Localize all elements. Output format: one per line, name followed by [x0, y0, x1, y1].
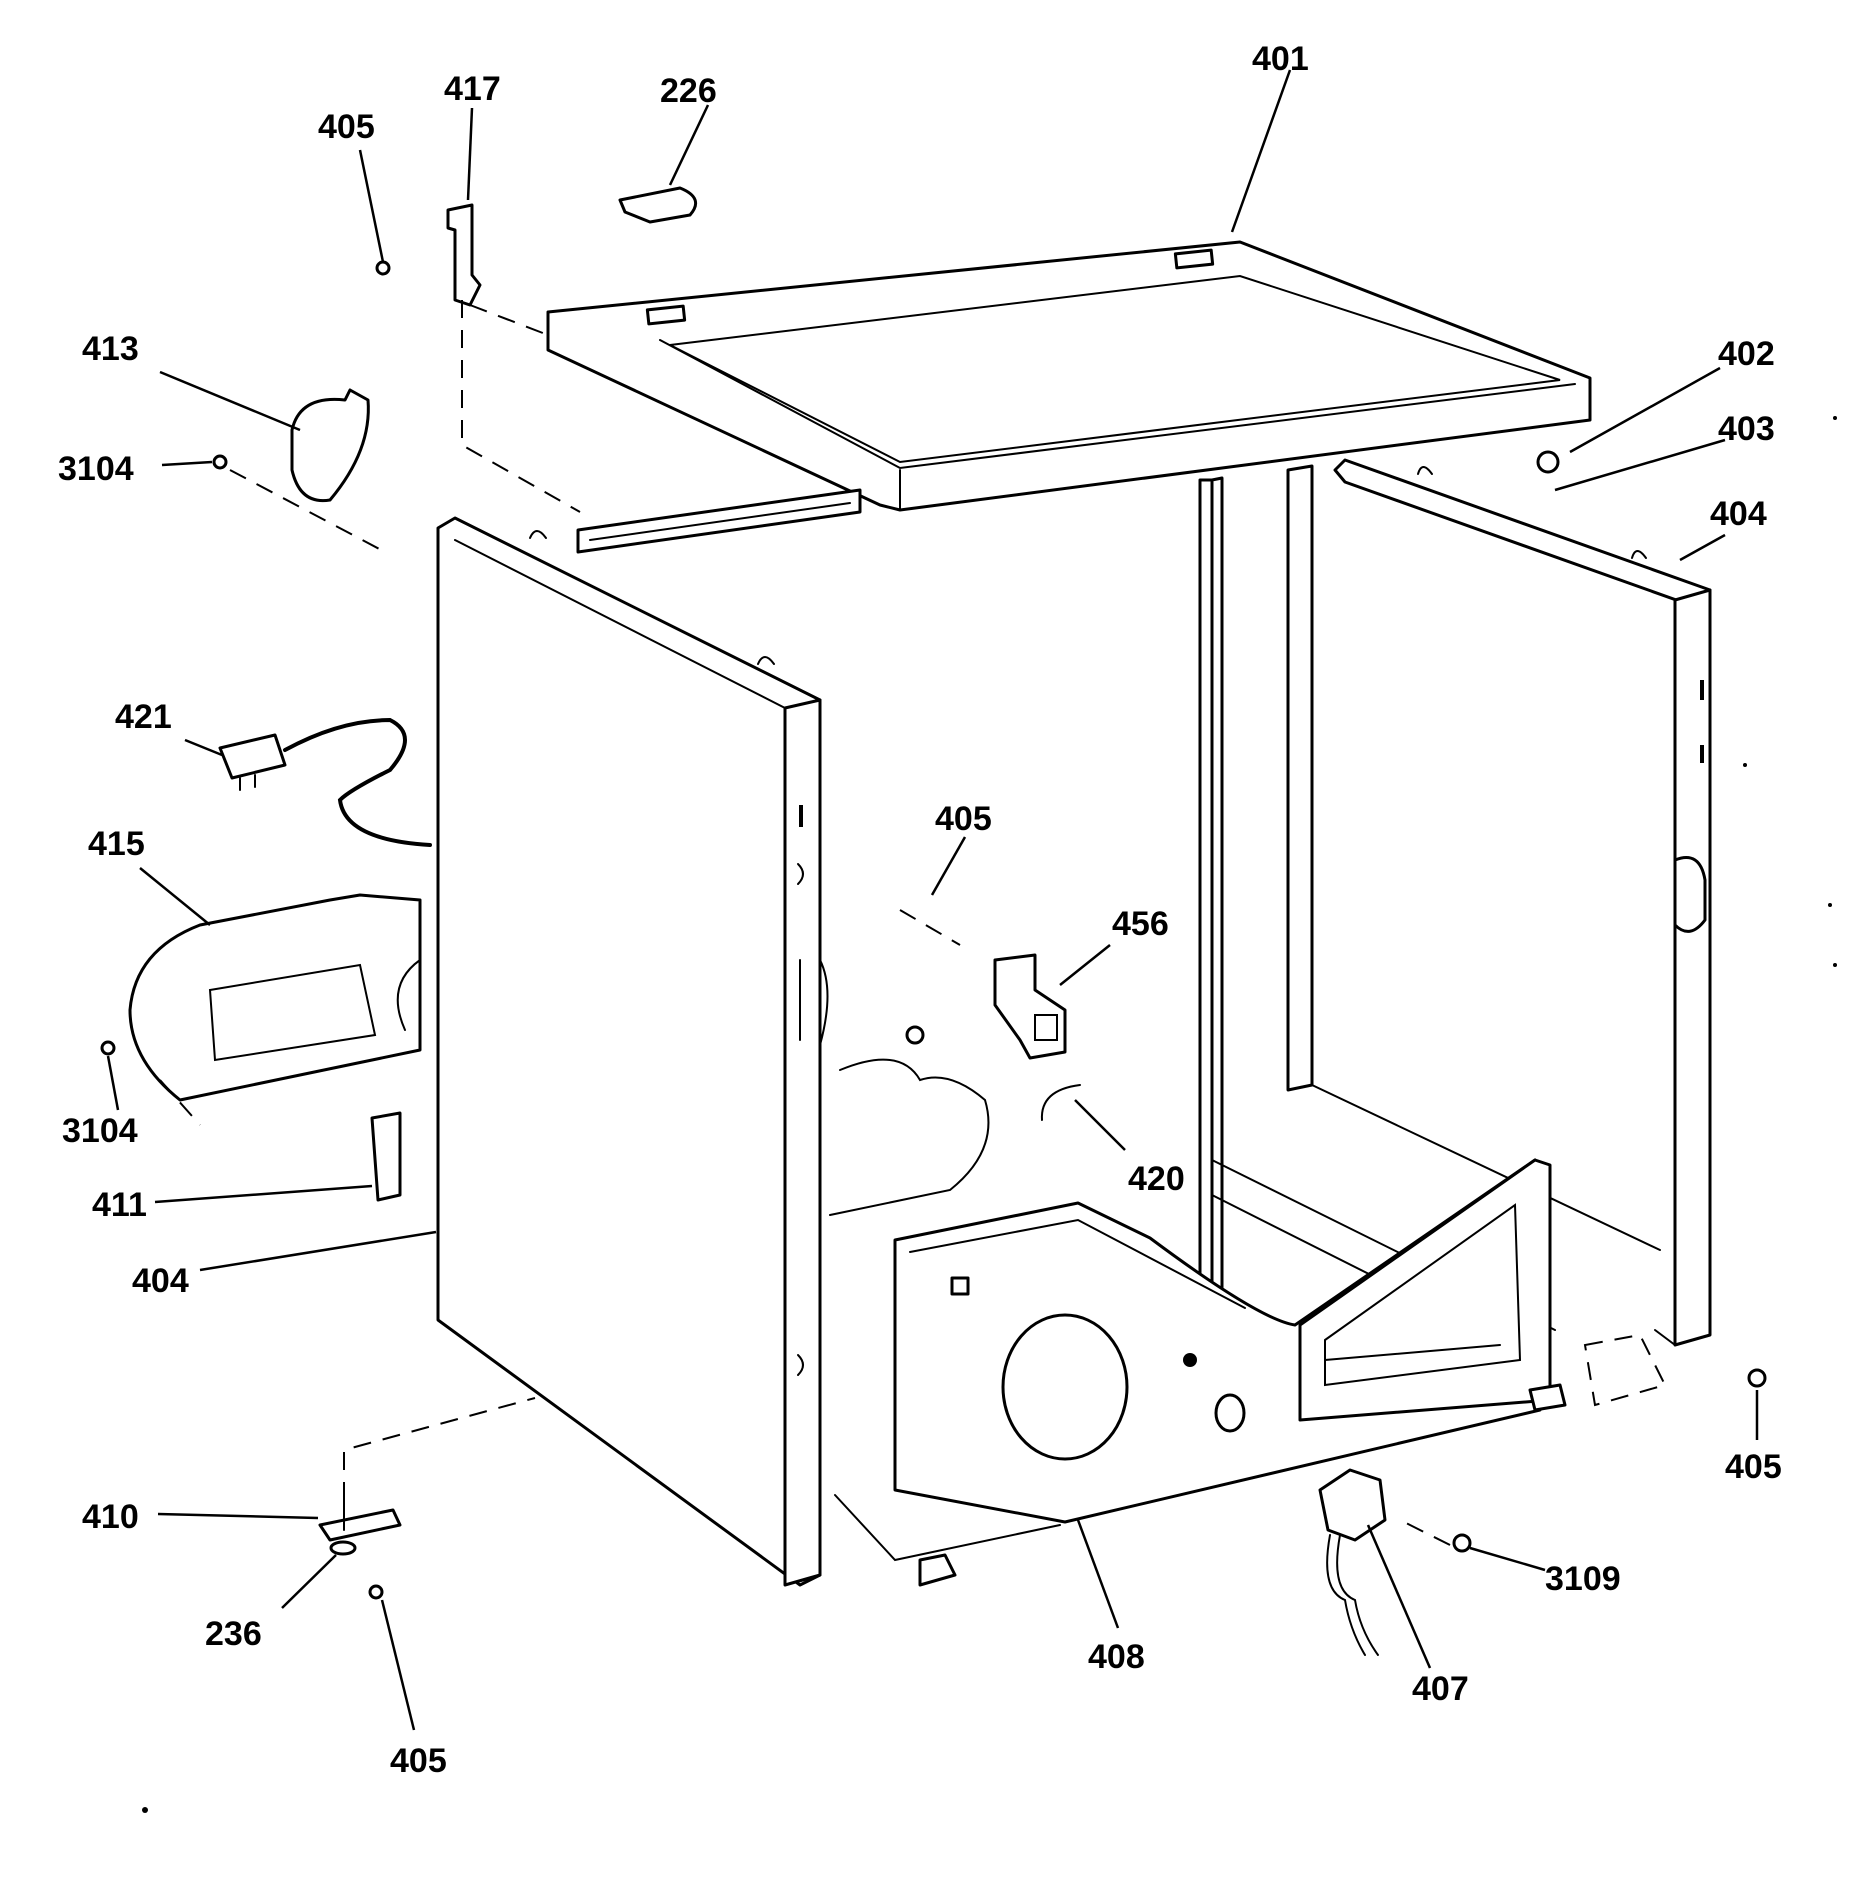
callout-405-right: 405 — [1725, 1448, 1782, 1486]
callout-403: 403 — [1718, 410, 1775, 448]
callout-3104-bottom: 3104 — [62, 1112, 138, 1150]
callout-3104-top: 3104 — [58, 450, 134, 488]
callout-401: 401 — [1252, 40, 1309, 78]
bracket-411 — [370, 1111, 402, 1202]
callout-405-bottom: 405 — [390, 1742, 447, 1780]
right-side-panel-404 — [1333, 458, 1712, 1347]
callout-410: 410 — [82, 1498, 139, 1536]
callout-405-middle: 405 — [935, 800, 992, 838]
callout-226: 226 — [660, 72, 717, 110]
callout-417: 417 — [444, 70, 501, 108]
left-side-panel-404 — [436, 516, 829, 1587]
door-catch-cover-413 — [290, 388, 370, 503]
callout-407: 407 — [1412, 1670, 1469, 1708]
clip-420 — [1040, 1084, 1081, 1121]
callout-420: 420 — [1128, 1160, 1185, 1198]
specks — [142, 416, 1837, 1813]
power-cord-421 — [218, 717, 432, 847]
callout-408: 408 — [1088, 1638, 1145, 1676]
callout-421: 421 — [115, 698, 172, 736]
front-base-panel-408 — [834, 1158, 1567, 1587]
leader-lines — [106, 69, 1759, 1731]
callout-456: 456 — [1112, 905, 1169, 943]
thermostat-407 — [1318, 1468, 1387, 1656]
leveling-leg-236 — [329, 1540, 357, 1556]
callout-404-right: 404 — [1710, 495, 1767, 533]
callout-labels: 401 417 226 405 413 3104 402 403 404 421… — [58, 40, 1782, 1780]
top-cover-401 — [546, 240, 1592, 512]
access-cover-415 — [128, 893, 422, 1102]
callout-3109: 3109 — [1545, 1560, 1621, 1598]
callout-402: 402 — [1718, 335, 1775, 373]
callout-236: 236 — [205, 1615, 262, 1653]
rear-duct-cutout — [829, 1058, 990, 1216]
hinge-bracket-417 — [446, 203, 482, 307]
callout-411: 411 — [92, 1186, 147, 1224]
callout-405-top: 405 — [318, 108, 375, 146]
callout-404-left: 404 — [132, 1262, 189, 1300]
leg-plate-410 — [318, 1499, 402, 1542]
callout-415: 415 — [88, 825, 145, 863]
callout-413: 413 — [82, 330, 139, 368]
screws — [100, 260, 1767, 1600]
clip-226 — [618, 186, 698, 224]
rail-bracket-456 — [993, 953, 1067, 1060]
